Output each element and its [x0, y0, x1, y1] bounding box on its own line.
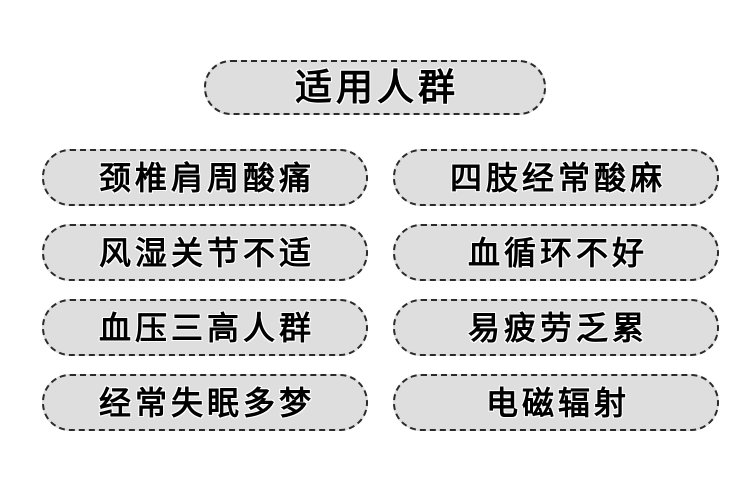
page-title-pill: 适用人群 — [204, 60, 546, 115]
audience-item-label: 经常失眠多梦 — [98, 383, 315, 422]
audience-item-label: 血循环不好 — [467, 233, 648, 272]
audience-item-right-2: 血循环不好 — [393, 224, 719, 281]
audience-item-label: 风湿关节不适 — [98, 233, 315, 272]
audience-item-left-2: 风湿关节不适 — [42, 224, 368, 281]
page-title: 适用人群 — [295, 66, 459, 109]
audience-item-label: 四肢经常酸麻 — [449, 158, 666, 197]
audience-item-label: 易疲劳乏累 — [467, 308, 648, 347]
audience-item-label: 颈椎肩周酸痛 — [98, 158, 315, 197]
audience-item-left-4: 经常失眠多梦 — [42, 374, 368, 431]
audience-item-right-1: 四肢经常酸麻 — [393, 149, 719, 206]
audience-item-label: 电磁辐射 — [485, 383, 630, 422]
audience-item-right-3: 易疲劳乏累 — [393, 299, 719, 356]
audience-item-right-4: 电磁辐射 — [393, 374, 719, 431]
audience-item-left-3: 血压三高人群 — [42, 299, 368, 356]
audience-item-left-1: 颈椎肩周酸痛 — [42, 149, 368, 206]
audience-item-label: 血压三高人群 — [98, 308, 315, 347]
